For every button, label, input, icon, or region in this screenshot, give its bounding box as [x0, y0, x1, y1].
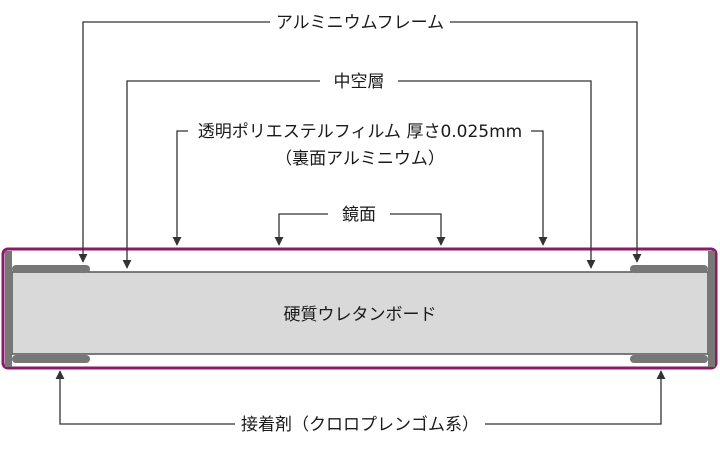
leader-adhesive — [55, 370, 666, 425]
label-film-backing: （裏面アルミニウム） — [275, 148, 445, 169]
core-board — [11, 271, 709, 355]
label-adhesive: 接着剤（クロロプレンゴム系） — [241, 414, 479, 435]
leader-mirror-surface — [274, 213, 446, 246]
label-film: 透明ポリエステルフィルム 厚さ0.025mm — [198, 122, 523, 142]
label-aluminum-frame: アルミニウムフレーム — [276, 13, 444, 33]
leader-hollow-layer — [122, 80, 596, 269]
aluminum-frame-right — [630, 251, 715, 367]
leader-aluminum-frame — [78, 21, 642, 263]
aluminum-frame-left — [5, 251, 90, 367]
label-mirror-surface: 鏡面 — [342, 205, 376, 225]
label-core-board: 硬質ウレタンボード — [284, 305, 437, 325]
label-hollow-layer: 中空層 — [334, 72, 385, 92]
leader-film — [172, 130, 548, 246]
